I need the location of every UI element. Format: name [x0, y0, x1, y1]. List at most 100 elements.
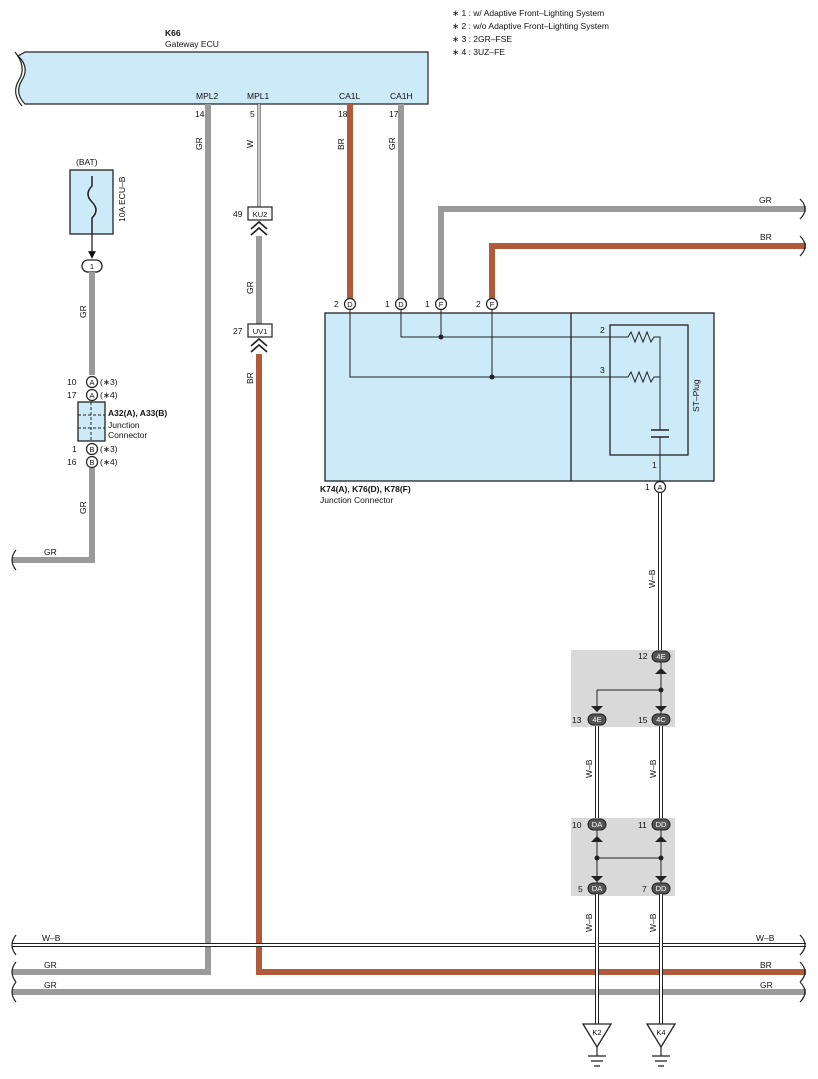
- fuse-source: (BAT): [76, 157, 98, 167]
- uv1-box: [247, 323, 273, 338]
- right-wires: GR BR: [438, 195, 806, 299]
- splice-da-dd: 10 DA 11 DD 5 DA 7 DD: [571, 818, 675, 896]
- junction-a32-a33: 10 A (∗3) 17 A (∗4) A32(A), A33(B) Junct…: [67, 375, 167, 469]
- note-2: ∗ 2 : w/o Adaptive Front–Lighting System: [452, 21, 609, 31]
- splice2-code-tr: DD: [656, 820, 667, 829]
- a32-note-1: (∗3): [100, 377, 118, 387]
- jc-letter-1a: A: [657, 483, 662, 492]
- splice1-pin-15: 15: [638, 715, 648, 725]
- splice2-code-bl: DA: [592, 884, 602, 893]
- pin-17: 17: [389, 109, 399, 119]
- fuse-ecu-b: (BAT) 10A ECU–B 1: [69, 157, 127, 273]
- splice2-code-br: DD: [656, 884, 667, 893]
- terminal-mpl2: MPL2: [196, 91, 218, 101]
- note-1: ∗ 1 : w/ Adaptive Front–Lighting System: [452, 8, 604, 18]
- ground-k2-label: K2: [592, 1028, 601, 1037]
- notes: ∗ 1 : w/ Adaptive Front–Lighting System …: [452, 8, 609, 57]
- terminal-mpl1: MPL1: [247, 91, 269, 101]
- wires-wb-mid: W–B W–B: [584, 726, 663, 820]
- wires-wb-ground: W–B W–B: [584, 894, 663, 1024]
- fuse-label: 10A ECU–B: [117, 176, 127, 222]
- ku2-box: [247, 206, 273, 221]
- bus-label-wb-r: W–B: [756, 933, 775, 943]
- splice1-pin-13: 13: [572, 715, 582, 725]
- left-break-mark: [11, 549, 17, 571]
- resistor-1: [622, 330, 661, 430]
- note-4: ∗ 4 : 3UZ–FE: [452, 47, 505, 57]
- wire-label-mpl1-br: BR: [245, 372, 255, 384]
- fuse-pin: 1: [90, 262, 94, 271]
- a32-pin-17: 17: [67, 390, 77, 400]
- wire-label-mpl1-gr: GR: [245, 281, 255, 294]
- ground-k4: K4: [645, 1023, 677, 1067]
- st-pin-1: 1: [652, 460, 657, 470]
- wire-wb-main: W–B: [647, 493, 662, 652]
- right-wire-label-gr: GR: [759, 195, 772, 205]
- wire-mpl1-br: [256, 354, 806, 975]
- junction-k74: 2 D 1 D 1 F 2 F ST–Plug 2 3 1 1 A K74(A)…: [320, 297, 715, 505]
- jc-pin-1a: 1: [645, 482, 650, 492]
- splice1-code-left: 4E: [592, 715, 601, 724]
- a32-name-2: Junction: [108, 420, 140, 430]
- wire-label-ca1h: GR: [387, 137, 397, 150]
- inline-connector-uv1: 27 UV1: [233, 323, 273, 353]
- pin-14: 14: [195, 109, 205, 119]
- st-plug-box: [609, 324, 689, 456]
- gateway-ecu: K66 Gateway ECU MPL2 MPL1 CA1L CA1H 14 5…: [14, 28, 429, 119]
- left-wire: GR GR GR: [11, 272, 95, 571]
- resistor-2: [622, 370, 660, 384]
- bus-label-gr1-l: GR: [44, 960, 57, 970]
- a32-pin-1: 1: [72, 444, 77, 454]
- splice1-pin-12: 12: [638, 651, 648, 661]
- jc-name: K74(A), K76(D), K78(F): [320, 484, 411, 494]
- note-3: ∗ 3 : 2GR–FSE: [452, 34, 512, 44]
- ecu-box: [16, 51, 429, 105]
- left-wire-lower: [12, 468, 95, 563]
- right-wire-label-br: BR: [760, 232, 772, 242]
- jc-letter-1d: D: [398, 300, 404, 309]
- jc-letter-1f: F: [439, 300, 444, 309]
- jc-pin-1f: 1: [425, 299, 430, 309]
- a32-note-4: (∗4): [100, 457, 118, 467]
- ku2-pin: 49: [233, 209, 243, 219]
- jc-line-h: [400, 310, 622, 338]
- ground-k4-label: K4: [656, 1028, 665, 1037]
- splice1-code-right: 4C: [656, 715, 666, 724]
- wire-mpl2: [12, 104, 211, 975]
- ground-k2: K2: [581, 1023, 613, 1067]
- inline-connector-ku2: 49 KU2: [233, 206, 273, 236]
- wire-label-wb-mid-r: W–B: [648, 759, 658, 778]
- uv1-chevron: [250, 337, 268, 353]
- ku2-chevron: [250, 220, 268, 236]
- a32-note-2: (∗4): [100, 390, 118, 400]
- a32-dash: [78, 402, 105, 441]
- st-pin-2: 2: [600, 325, 605, 335]
- terminal-ca1l: CA1L: [339, 91, 361, 101]
- jc-pin-2f: 2: [476, 299, 481, 309]
- wire-label-mpl1: W: [245, 140, 255, 148]
- pin-18: 18: [338, 109, 348, 119]
- bus-label-gr2-l: GR: [44, 980, 57, 990]
- splice-4e-4c: 12 4E 13 4E 15 4C: [571, 650, 675, 727]
- uv1-code: UV1: [253, 327, 268, 336]
- bus-label-wb-l: W–B: [42, 933, 61, 943]
- ecu-break-mark: [14, 51, 23, 107]
- a32-name: A32(A), A33(B): [108, 408, 167, 418]
- ground-k2-icon: [588, 1047, 606, 1067]
- terminal-ca1h: CA1H: [390, 91, 413, 101]
- a32-letter-3: B: [89, 445, 94, 454]
- junction-k74-box: [324, 312, 715, 482]
- wire-label-ca1l: BR: [336, 138, 346, 150]
- splice2-pin-5: 5: [578, 884, 583, 894]
- jc-pin-1d: 1: [385, 299, 390, 309]
- wire-right-br: [489, 243, 806, 299]
- splice2-code-tl: DA: [592, 820, 602, 829]
- a32-note-3: (∗3): [100, 444, 118, 454]
- splice2-pin-10: 10: [572, 820, 582, 830]
- splice2-pin-7: 7: [642, 884, 647, 894]
- pin-5: 5: [250, 109, 255, 119]
- bus-label-gr2-r: GR: [760, 980, 773, 990]
- wire-right-gr: [438, 206, 806, 299]
- st-plug-label: ST–Plug: [691, 379, 701, 412]
